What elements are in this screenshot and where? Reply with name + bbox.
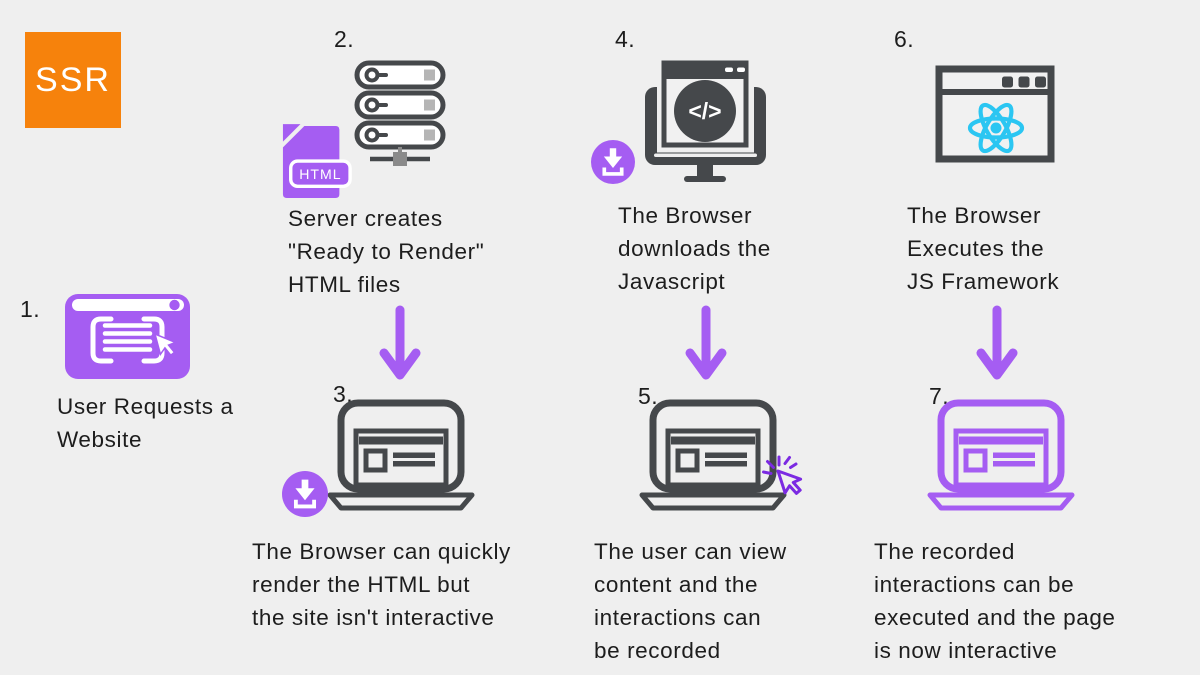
laptop-render-icon — [327, 399, 475, 511]
ssr-badge: SSR — [25, 32, 121, 128]
step-2-caption: Server creates "Ready to Render" HTML fi… — [288, 206, 485, 297]
step-1-number: 1. — [20, 296, 41, 322]
step-7-number: 7. — [929, 383, 950, 409]
react-browser-icon — [935, 65, 1055, 163]
laptop-view-icon — [639, 399, 787, 511]
step-3-number: 3. — [333, 381, 354, 407]
browser-request-icon — [65, 294, 190, 379]
step-7-caption: The recorded interactions can be execute… — [874, 539, 1116, 663]
step-4-number: 4. — [615, 26, 636, 52]
step-6-number: 6. — [894, 26, 915, 52]
arrow-down-icon — [976, 305, 1018, 380]
download-badge-icon — [282, 471, 328, 517]
step-5-number: 5. — [638, 383, 659, 409]
step-3-caption: The Browser can quickly render the HTML … — [252, 539, 511, 630]
step-5-caption: The user can view content and the intera… — [594, 539, 787, 663]
code-glyph: </> — [688, 98, 721, 124]
arrow-down-icon — [685, 305, 727, 380]
html-file-icon: HTML — [282, 124, 352, 199]
server-stack-icon — [354, 60, 446, 166]
step-4-caption: The Browser downloads the Javascript — [618, 203, 771, 294]
monitor-code-icon: </> — [645, 56, 766, 182]
arrow-down-icon — [379, 305, 421, 380]
step-6-caption: The Browser Executes the JS Framework — [907, 203, 1060, 294]
react-logo-icon — [967, 102, 1025, 154]
download-badge-icon — [591, 140, 635, 184]
html-file-label: HTML — [299, 166, 341, 182]
cursor-click-icon — [762, 455, 803, 495]
cursor-arrow-glyph — [153, 332, 178, 357]
laptop-interactive-icon — [927, 399, 1075, 511]
step-2-number: 2. — [334, 26, 355, 52]
step-1-caption: User Requests a Website — [57, 394, 234, 452]
